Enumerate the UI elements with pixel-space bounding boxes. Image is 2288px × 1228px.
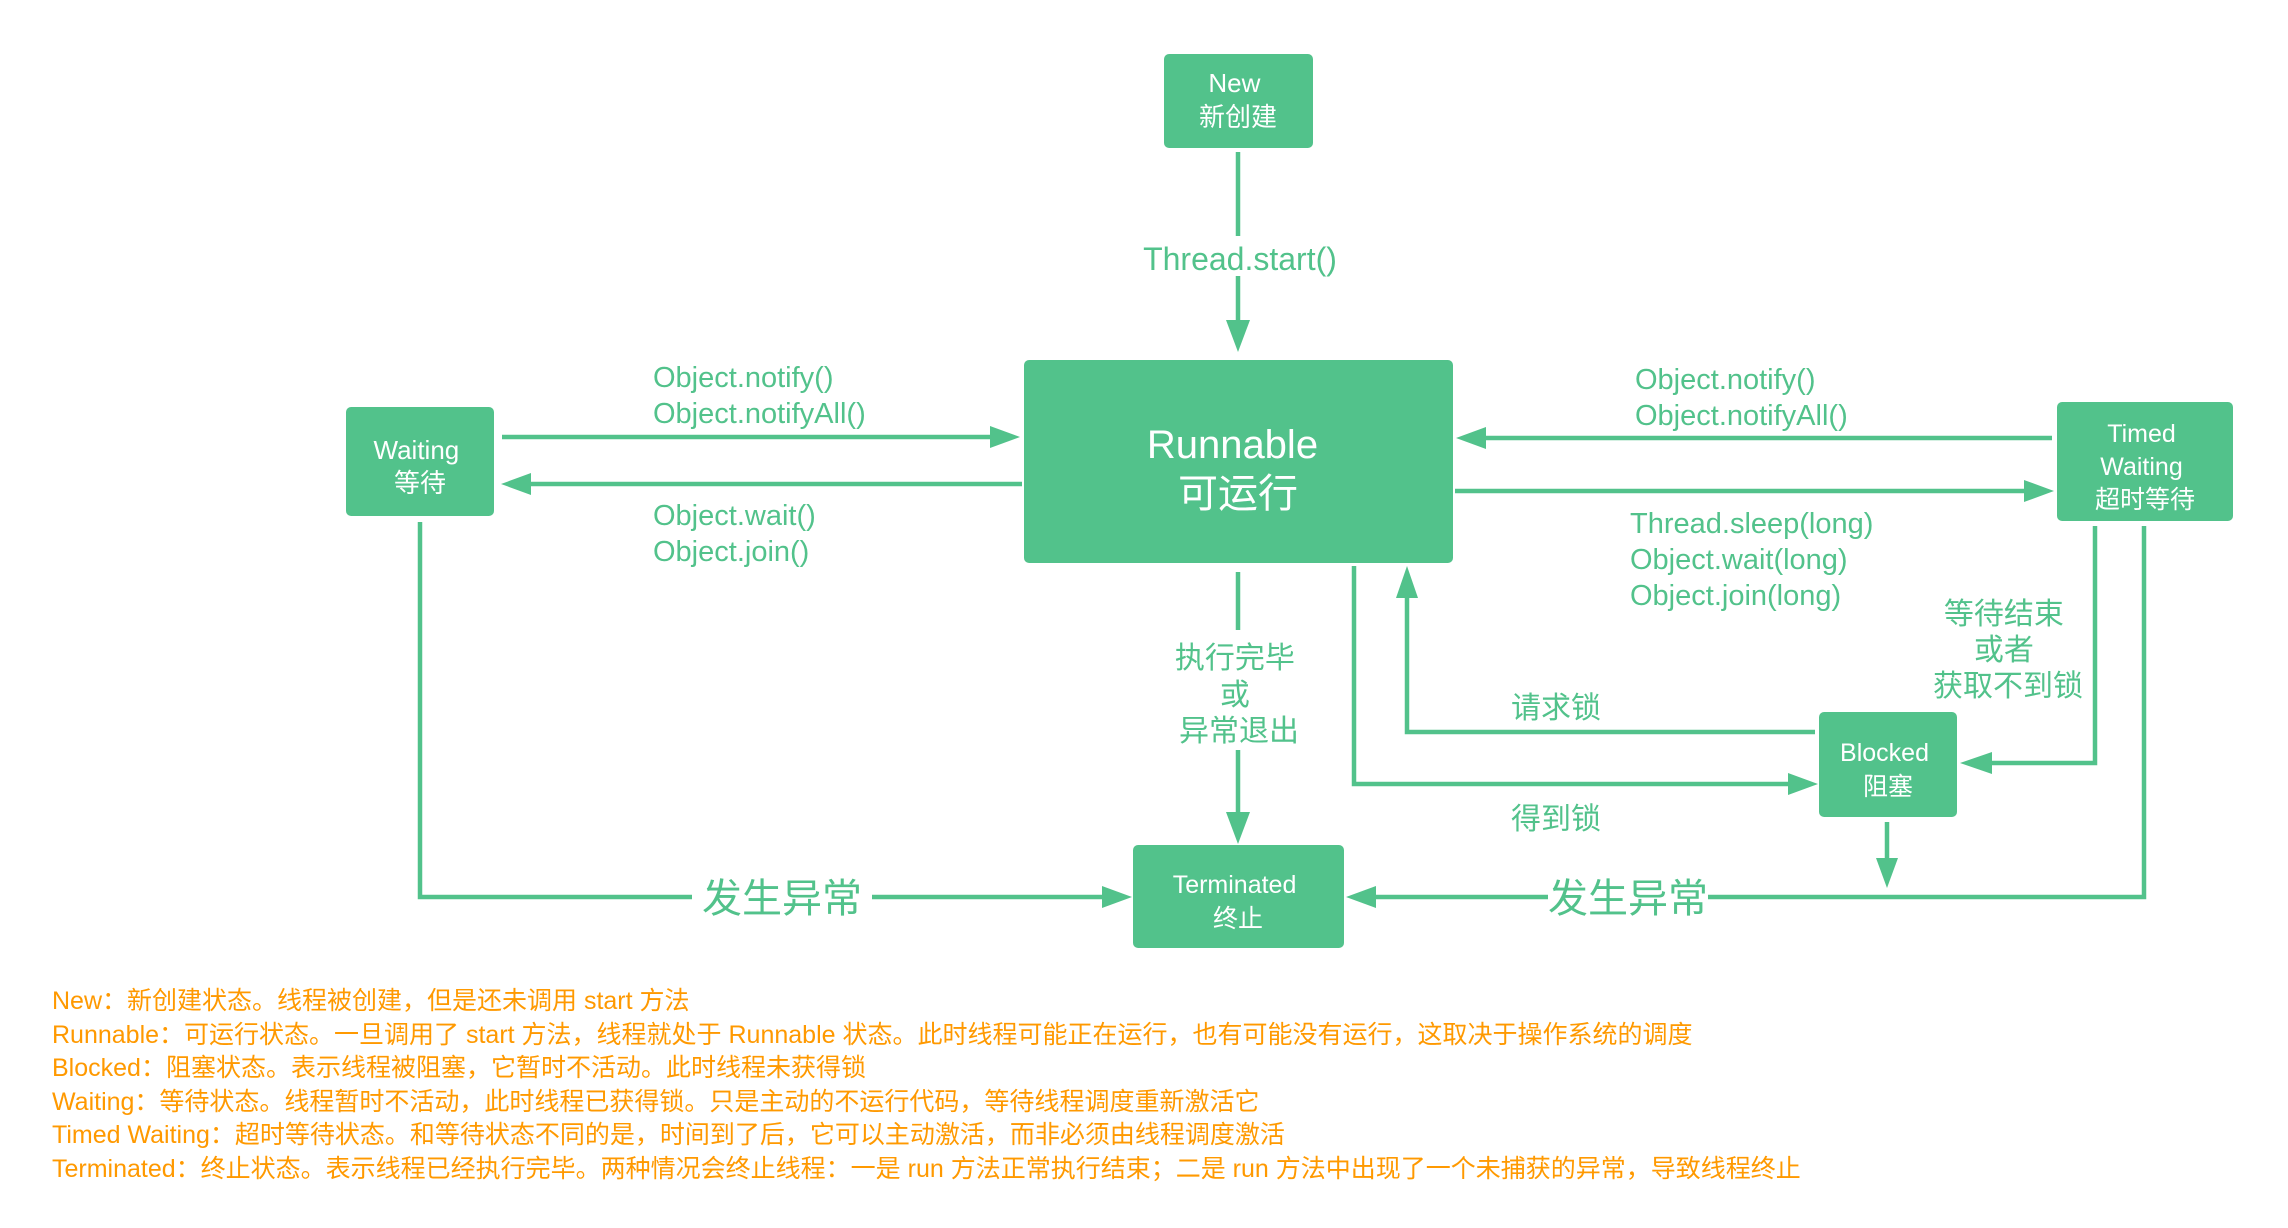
label-waiting-exception: 发生异常	[702, 877, 862, 921]
legend-item-timed-waiting: Timed Waiting：超时等待状态。和等待状态不同的是，时间到了后，它可以…	[52, 1121, 1285, 1150]
legend-item-blocked: Blocked：阻塞状态。表示线程被阻塞，它暂时不活动。此时线程未获得锁	[52, 1054, 866, 1083]
edge-blocked-to-runnable	[1404, 590, 1815, 735]
label-get-lock: 得到锁	[1511, 803, 1601, 836]
arrowhead-left-icon	[1456, 427, 1486, 449]
state-blocked-label: Blocked 阻塞	[1840, 739, 1936, 801]
arrowhead-down-icon	[1226, 320, 1250, 352]
state-runnable-label: Runnable 可运行	[1147, 423, 1329, 516]
state-new[interactable]: New 新创建	[1164, 54, 1313, 148]
label-request-lock: 请求锁	[1511, 692, 1601, 725]
state-runnable[interactable]: Runnable 可运行	[1024, 360, 1453, 563]
edge-waiting-to-terminated	[417, 522, 1110, 900]
state-blocked[interactable]: Blocked 阻塞	[1819, 712, 1957, 817]
arrowhead-up-icon	[1396, 566, 1418, 598]
label-timed-to-runnable: Object.notify() Object.notifyAll()	[1635, 364, 1848, 432]
state-waiting-label: Waiting 等待	[374, 435, 467, 498]
label-runnable-to-terminated: 执行完毕 或 异常退出	[1175, 642, 1303, 748]
edge-timed-to-blocked	[1985, 526, 2098, 766]
state-legend: New：新创建状态。线程被创建，但是还未调用 start 方法 Runnable…	[52, 985, 1801, 1187]
arrowhead-left-icon	[501, 473, 531, 495]
arrowhead-left-icon	[1960, 752, 1992, 774]
label-thread-start: Thread.start()	[1143, 241, 1337, 277]
label-runnable-to-timed: Thread.sleep(long) Object.wait(long) Obj…	[1630, 508, 1881, 612]
arrowhead-down-icon	[1876, 858, 1898, 888]
arrowhead-right-icon	[1102, 886, 1132, 908]
state-timed-waiting-label: Timed Waiting 超时等待	[2095, 420, 2195, 514]
state-terminated[interactable]: Terminated 终止	[1133, 845, 1344, 948]
label-waiting-to-runnable: Object.notify() Object.notifyAll()	[653, 362, 866, 430]
arrowhead-left-icon	[1346, 886, 1376, 908]
state-terminated-label: Terminated 终止	[1173, 871, 1304, 933]
state-waiting[interactable]: Waiting 等待	[346, 407, 494, 516]
arrowhead-right-icon	[2024, 480, 2054, 502]
state-new-label: New 新创建	[1199, 68, 1277, 132]
arrowhead-right-icon	[1788, 773, 1818, 795]
state-timed-waiting[interactable]: Timed Waiting 超时等待	[2057, 402, 2233, 521]
legend-item-terminated: Terminated：终止状态。表示线程已经执行完毕。两种情况会终止线程：一是 …	[52, 1154, 1801, 1183]
legend-item-new: New：新创建状态。线程被创建，但是还未调用 start 方法	[52, 987, 690, 1015]
label-timed-exception: 发生异常	[1548, 877, 1708, 921]
arrowhead-right-icon	[990, 426, 1020, 448]
legend-item-waiting: Waiting：等待状态。线程暂时不活动，此时线程已获得锁。只是主动的不运行代码…	[52, 1087, 1260, 1116]
legend-item-runnable: Runnable：可运行状态。一旦调用了 start 方法，线程就处于 Runn…	[52, 1020, 1693, 1049]
label-runnable-to-waiting: Object.wait() Object.join()	[653, 500, 824, 568]
arrowhead-down-icon	[1226, 812, 1250, 844]
label-timed-to-blocked: 等待结束 或者 获取不到锁	[1933, 598, 2083, 703]
edge-runnable-to-blocked	[1351, 566, 1795, 787]
